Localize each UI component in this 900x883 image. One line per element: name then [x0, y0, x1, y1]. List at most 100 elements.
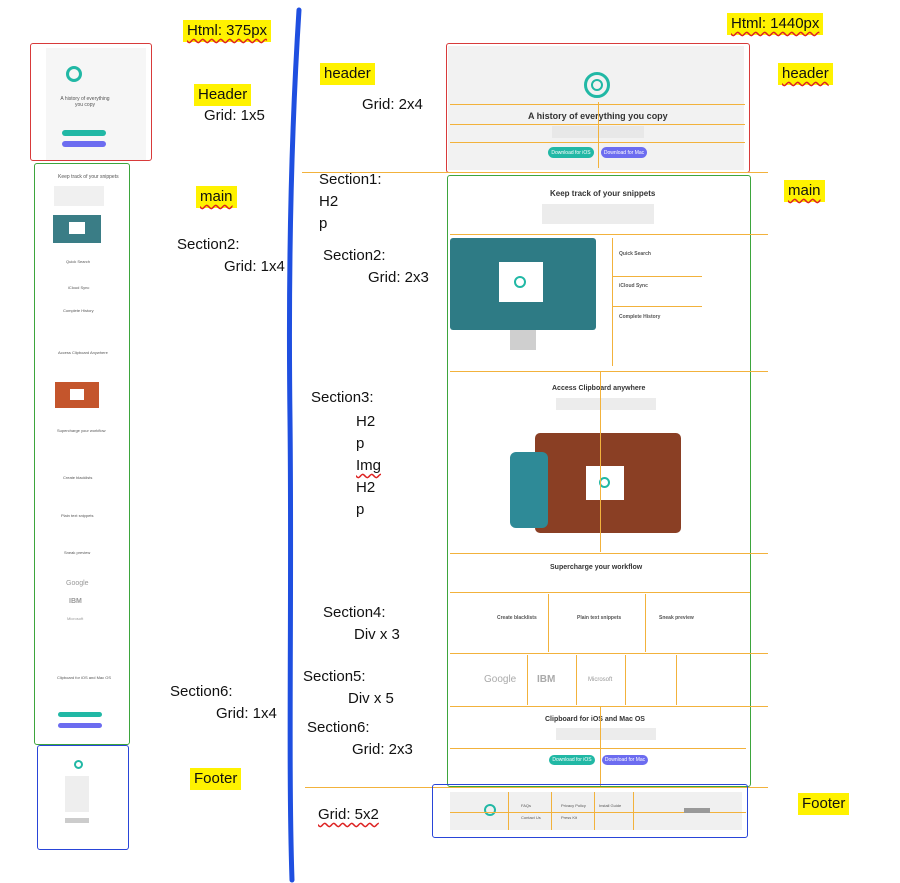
- desktop-cta-text: [556, 728, 656, 740]
- header-center-grid: Grid: 2x4: [362, 96, 423, 113]
- desktop-ios-button[interactable]: Download for iOS: [548, 147, 594, 158]
- desktop-cta-title: Clipboard for iOS and Mac OS: [545, 716, 645, 723]
- footer-grid: Grid: 5x2: [318, 806, 379, 823]
- s2-grid-h1: [612, 276, 702, 277]
- footer-grid-v1: [508, 792, 509, 830]
- s5-grid-v4: [676, 655, 677, 705]
- mobile-monitor-card: [69, 222, 85, 234]
- section3-label: Section3:: [311, 389, 374, 406]
- footer-grid-v4: [633, 792, 634, 830]
- desktop-footer-logo-icon: [484, 804, 496, 816]
- desktop-footer-contact[interactable]: Contact Us: [521, 815, 541, 820]
- desktop-monitor-stand: [510, 330, 536, 350]
- desktop-footer-box: [432, 784, 748, 838]
- section2-grid: Grid: 2x3: [368, 269, 429, 286]
- mobile-footer-social: [65, 818, 89, 823]
- desktop-blacklists: Create blacklists: [497, 615, 537, 621]
- s5-grid-v3: [625, 655, 626, 705]
- desktop-footer-faq[interactable]: FAQs: [521, 803, 532, 808]
- mobile-cta-mac-button[interactable]: [58, 723, 102, 728]
- mobile-supercharge-title: Supercharge your workflow: [57, 428, 106, 433]
- section2-label: Section2:: [323, 247, 386, 264]
- desktop-cta-ios-button[interactable]: Download for iOS: [549, 755, 595, 765]
- s6-grid-v: [600, 706, 601, 786]
- header-grid-v: [598, 102, 599, 168]
- mobile-s1-text: [54, 186, 104, 206]
- html-desktop-label: Html: 1440px: [727, 13, 824, 35]
- desktop-footer-press[interactable]: Press Kit: [561, 815, 578, 820]
- footer-grid-h: [450, 812, 746, 813]
- footer-grid-v3: [594, 792, 595, 830]
- mobile-footer-links: [65, 776, 89, 812]
- header-grid-h1: [450, 104, 745, 105]
- section3-h2b: H2: [356, 479, 376, 496]
- desktop-sneak-preview: Sneak preview: [659, 615, 694, 621]
- s3-grid-v: [600, 372, 601, 552]
- desktop-plain-text: Plain text snippets: [577, 615, 622, 621]
- s4-grid-v1: [548, 594, 549, 652]
- desktop-logo-ibm: IBM: [537, 674, 556, 685]
- footer-right-label: Footer: [798, 793, 850, 815]
- section4-label: Section4:: [323, 604, 386, 621]
- desktop-hero-title: A history of everything you copy: [528, 111, 668, 121]
- desktop-main-box: [447, 175, 751, 787]
- mobile-sneak-preview: Sneak preview: [64, 550, 91, 555]
- section3-img: Img: [356, 457, 382, 474]
- section-divider-1: [302, 172, 768, 173]
- desktop-monitor-check-icon: [514, 276, 526, 288]
- desktop-logo-inner-icon: [591, 79, 603, 91]
- section2-left-label: Section2:: [177, 236, 240, 253]
- desktop-s1-title: Keep track of your snippets: [550, 189, 656, 198]
- section5-div: Div x 5: [348, 690, 394, 707]
- header-center-label: header: [320, 63, 375, 85]
- desktop-cta-mac-button[interactable]: Download for Mac: [602, 755, 648, 765]
- mobile-hero-title: A history of everything you copy: [60, 96, 110, 108]
- section6-left-label: Section6:: [170, 683, 233, 700]
- mobile-cta-title: Clipboard for iOS and Mac OS: [57, 675, 112, 680]
- s5-grid-v2: [576, 655, 577, 705]
- mobile-complete-history: Complete History: [63, 308, 94, 313]
- mobile-logo-microsoft: Microsoft: [67, 616, 84, 621]
- section-divider-8: [305, 787, 768, 788]
- section-divider-2: [450, 234, 768, 235]
- s2-grid-v: [612, 238, 613, 366]
- mobile-main-box: [34, 163, 130, 745]
- mobile-header-box: [30, 43, 152, 161]
- section3-p1: p: [356, 435, 365, 452]
- section2-left-grid: Grid: 1x4: [224, 258, 285, 275]
- desktop-complete-history: Complete History: [619, 314, 661, 320]
- mobile-cta-ios-button[interactable]: [58, 712, 102, 717]
- mobile-plain-text: Plain text snippets: [61, 513, 94, 518]
- desktop-logo-microsoft: Microsoft: [588, 677, 613, 683]
- main-right-label: main: [784, 180, 825, 202]
- s5-grid-v1: [527, 655, 528, 705]
- header-right-label: header: [778, 63, 833, 85]
- section-divider-6: [450, 653, 768, 654]
- desktop-mac-button[interactable]: Download for Mac: [601, 147, 647, 158]
- header-grid-h3: [450, 142, 745, 143]
- footer-left-label: Footer: [190, 768, 242, 790]
- desktop-footer-install[interactable]: Install Guide: [599, 803, 622, 808]
- mobile-mac-button[interactable]: [62, 141, 106, 147]
- desktop-header-mock: [448, 46, 744, 170]
- section1-p: p: [319, 215, 328, 232]
- mobile-blacklists: Create blacklists: [63, 475, 93, 480]
- header-left-grid: Grid: 1x5: [204, 107, 265, 124]
- mobile-icloud-sync: iCloud Sync: [68, 285, 90, 290]
- desktop-access-text: [556, 398, 656, 410]
- section5-label: Section5:: [303, 668, 366, 685]
- desktop-footer-privacy[interactable]: Privacy Policy: [561, 803, 586, 808]
- header-left-label: Header: [194, 84, 252, 106]
- section-divider-4: [450, 553, 768, 554]
- section-divider-5: [450, 592, 750, 593]
- mobile-ios-button[interactable]: [62, 130, 106, 136]
- s2-grid-h2: [612, 306, 702, 307]
- desktop-icloud-sync: iCloud Sync: [619, 283, 648, 289]
- mobile-footer-box: [37, 745, 129, 850]
- section1-label: Section1:: [319, 171, 382, 188]
- mobile-logo-icon: [66, 66, 82, 82]
- section-divider-7: [450, 706, 768, 707]
- mobile-tablet-card: [70, 389, 84, 400]
- mobile-s1-title: Keep track of your snippets: [58, 174, 119, 180]
- desktop-logo-google: Google: [484, 674, 517, 685]
